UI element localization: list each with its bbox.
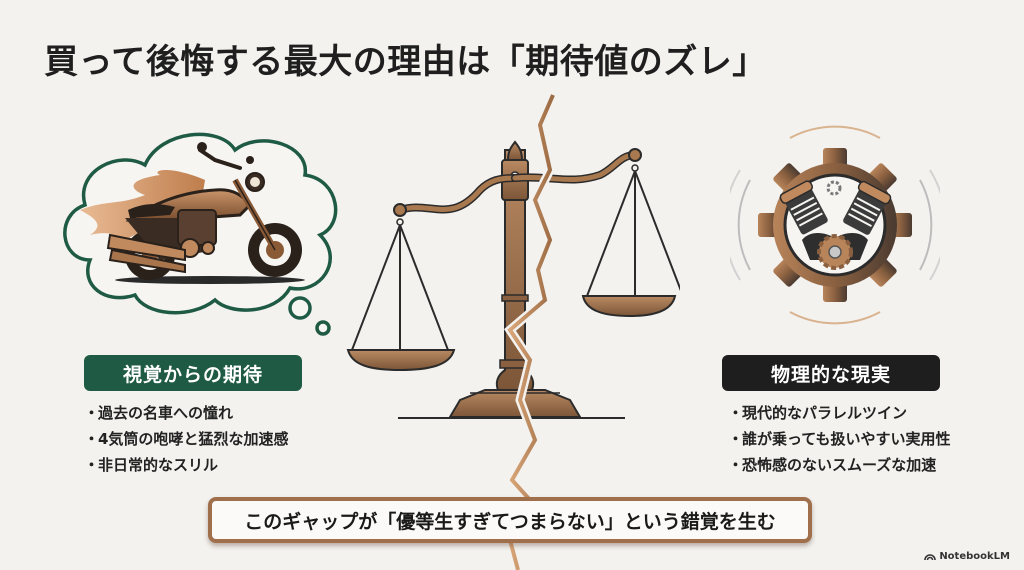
bullet-marker: ・ <box>84 456 100 474</box>
slide-title: 買って後悔する最大の理由は「期待値のズレ」 <box>44 42 767 82</box>
conclusion-callout: このギャップが「優等生すぎてつまらない」という錯覚を生む <box>208 497 812 543</box>
visual-expectation-label: 視覚からの期待 <box>84 355 302 391</box>
motorcycle-thought-bubble-icon <box>63 132 338 336</box>
bullet-marker: ・ <box>84 430 100 448</box>
list-item: ・非日常的なスリル <box>84 452 288 478</box>
bullet-marker: ・ <box>728 430 744 448</box>
notebooklm-logo-icon <box>924 554 937 561</box>
bullet-marker: ・ <box>728 404 744 422</box>
list-item: ・現代的なパラレルツイン <box>728 400 951 426</box>
list-item: ・誰が乗っても扱いやすい実用性 <box>728 426 951 452</box>
brand-label: NotebookLM <box>939 551 1010 562</box>
reality-bullet-list: ・現代的なパラレルツイン ・誰が乗っても扱いやすい実用性 ・恐怖感のないスムーズ… <box>728 400 951 478</box>
list-item: ・恐怖感のないスムーズな加速 <box>728 452 951 478</box>
engine-gear-icon <box>730 125 940 325</box>
bullet-marker: ・ <box>84 404 100 422</box>
brand-watermark: NotebookLM <box>924 551 1010 562</box>
expectation-bullet-list: ・過去の名車への憧れ ・4気筒の咆哮と猛烈な加速感 ・非日常的なスリル <box>84 400 288 478</box>
list-item: ・過去の名車への憧れ <box>84 400 288 426</box>
broken-balance-scale-icon <box>346 93 680 570</box>
list-item: ・4気筒の咆哮と猛烈な加速感 <box>84 426 288 452</box>
physical-reality-label: 物理的な現実 <box>722 355 940 391</box>
bullet-marker: ・ <box>728 456 744 474</box>
